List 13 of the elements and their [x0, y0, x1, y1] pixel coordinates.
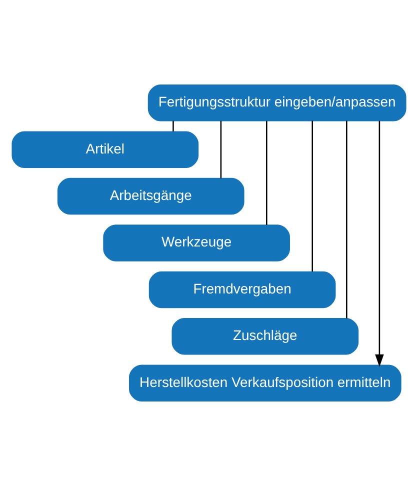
connector [266, 120, 268, 225]
arrow [375, 120, 384, 366]
node-box: Herstellkosten Verkaufsposition ermitteln [129, 364, 402, 402]
connector [312, 120, 313, 272]
connector [220, 120, 222, 178]
node-box: Artikel [12, 130, 199, 168]
node-box: Werkzeuge [103, 224, 290, 261]
node-box: Fertigungsstruktur eingeben/anpassen [148, 84, 406, 121]
connector [172, 120, 174, 131]
node-box: Zuschläge [172, 318, 359, 354]
connector [346, 120, 348, 318]
node-box: Arbeitsgänge [57, 177, 244, 214]
node-box: Fremdvergaben [148, 270, 336, 308]
